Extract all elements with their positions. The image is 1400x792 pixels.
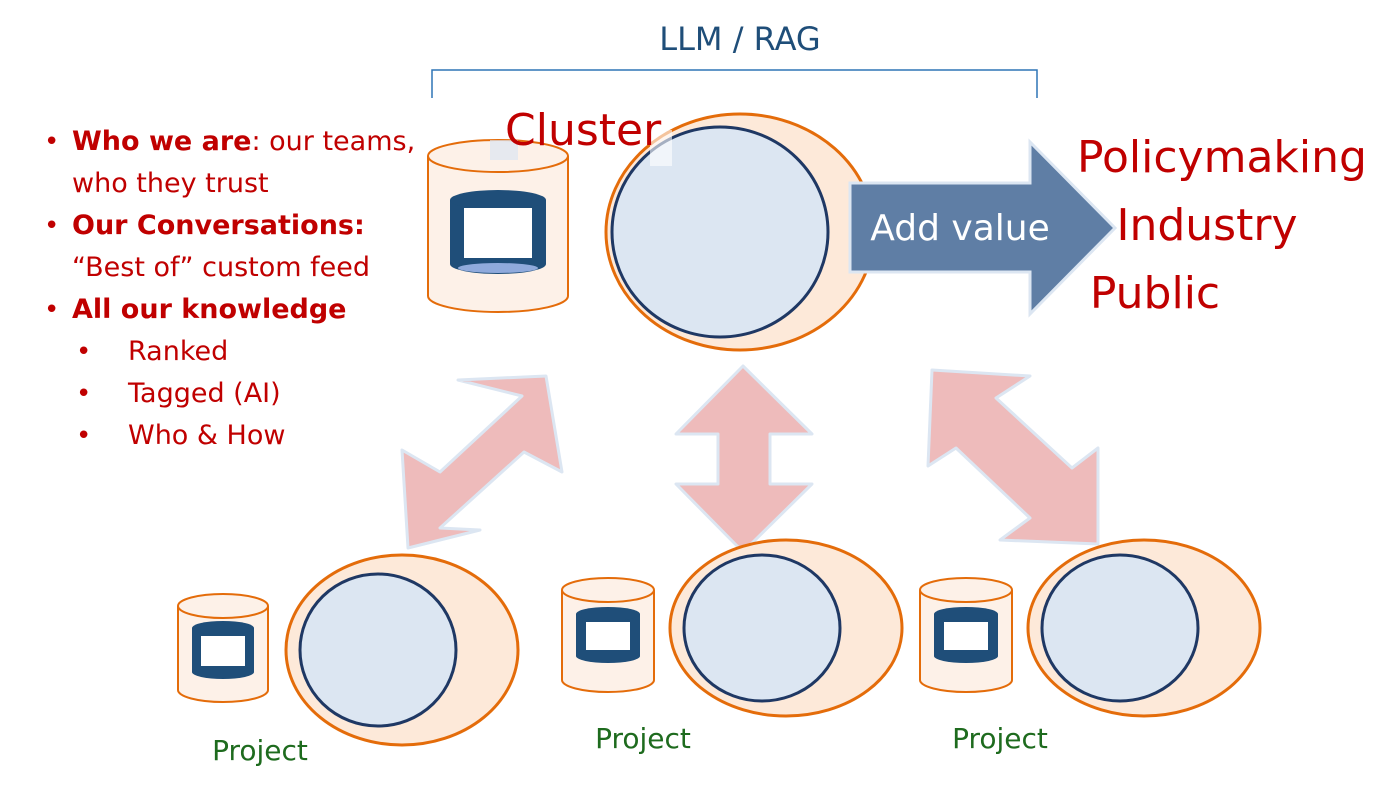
subbullet-dot: •: [76, 379, 91, 409]
add-value-arrow: [848, 138, 1118, 318]
link-arrow-center: [674, 364, 814, 554]
link-arrow-left: [400, 374, 564, 550]
bullet-who-we-are-cont: who they trust: [72, 168, 269, 199]
project-database-icon: [576, 607, 640, 663]
project-label-3: Project: [952, 722, 1048, 755]
project-label-1: Project: [212, 734, 308, 767]
project-node-1: [177, 553, 520, 747]
bullet-dot: •: [44, 127, 59, 157]
project-node-3: [919, 538, 1262, 718]
llm-rag-title: LLM / RAG: [659, 20, 820, 58]
project-node-2: [561, 538, 904, 718]
target-policymaking: Policymaking: [1077, 132, 1367, 183]
bullet-dot: •: [44, 295, 59, 325]
project-database-icon: [934, 607, 998, 663]
target-public: Public: [1090, 268, 1220, 319]
bullet-our-conversations: Our Conversations:: [72, 210, 365, 241]
bullet-who-we-are: Who we are: our teams,: [72, 126, 415, 157]
project-label-2: Project: [595, 722, 691, 755]
bullet-dot: •: [44, 211, 59, 241]
bullet-all-our-knowledge: All our knowledge: [72, 294, 347, 325]
cluster-node: [604, 112, 876, 352]
subbullet-tagged: Tagged (AI): [127, 378, 281, 409]
subbullet-dot: •: [76, 337, 91, 367]
subbullet-who-how: Who & How: [128, 420, 285, 451]
link-arrow-right: [926, 368, 1100, 546]
add-value-label: Add value: [870, 208, 1049, 249]
target-industry: Industry: [1117, 200, 1298, 251]
subbullet-dot: •: [76, 421, 91, 451]
project-database-icon: [192, 621, 254, 679]
subbullet-ranked: Ranked: [128, 336, 228, 367]
cluster-label: Cluster: [505, 105, 662, 156]
bullet-list: • Who we are: our teams, who they trust …: [44, 126, 415, 451]
bullet-our-conversations-cont: “Best of” custom feed: [72, 252, 370, 283]
cluster-database-icon: [427, 139, 569, 313]
llm-rag-bracket: [431, 69, 1038, 98]
